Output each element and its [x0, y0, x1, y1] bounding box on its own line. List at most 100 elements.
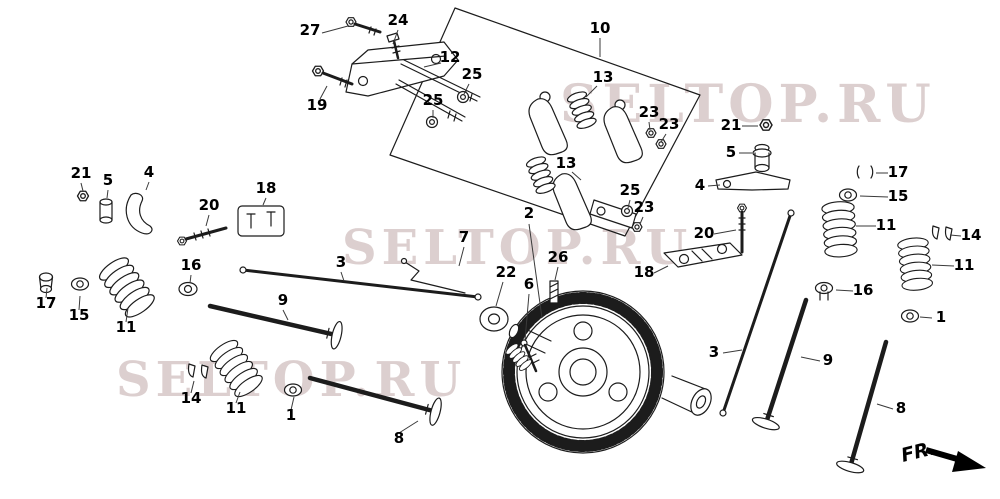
stud-20-left — [176, 226, 228, 246]
leader-line — [835, 289, 854, 292]
bolt-24 — [386, 32, 401, 60]
part-label-18: 18 — [634, 263, 655, 281]
part-label-21: 21 — [721, 116, 742, 134]
leader-line — [528, 223, 543, 319]
part-label-8: 8 — [896, 399, 906, 417]
part-label-21: 21 — [71, 164, 92, 182]
part-label-7: 7 — [459, 228, 469, 246]
part-labels-layer: 2724191225251013132323252321542018171511… — [36, 11, 982, 447]
retainer-15-right — [838, 188, 858, 202]
part-label-3: 3 — [336, 253, 346, 271]
cam-gear — [501, 290, 665, 454]
valve-9-left — [207, 292, 344, 350]
part-label-19: 19 — [307, 96, 328, 114]
leader-line — [627, 199, 631, 209]
part-label-20: 20 — [694, 224, 715, 242]
part-label-13: 13 — [593, 68, 614, 86]
part-label-16: 16 — [181, 256, 202, 274]
part-label-25: 25 — [423, 91, 444, 109]
leader-line — [949, 234, 962, 237]
leader-line — [321, 25, 349, 34]
part-label-23: 23 — [639, 103, 660, 121]
part-label-18: 18 — [256, 179, 277, 197]
leader-line — [495, 281, 504, 307]
part-label-25: 25 — [620, 181, 641, 199]
rod-7 — [400, 257, 466, 294]
leader-line — [78, 295, 81, 311]
plate-18-right — [663, 242, 743, 268]
leader-line — [125, 307, 129, 323]
leader-line — [722, 349, 743, 354]
seal-16-right — [814, 281, 834, 301]
plate-18-left — [237, 205, 285, 237]
leader-line — [145, 181, 150, 191]
nut-21-left — [76, 190, 90, 202]
washer-22 — [479, 306, 509, 332]
part-label-3: 3 — [709, 343, 719, 361]
leader-line — [653, 265, 669, 274]
part-label-14: 14 — [181, 389, 202, 407]
spring-seat-1-left — [283, 383, 303, 397]
leader-line — [398, 420, 419, 434]
part-label-9: 9 — [823, 351, 833, 369]
valve-spring-11-right-outer — [820, 200, 859, 259]
diagram-line-art — [38, 7, 953, 475]
leader-line — [392, 29, 399, 45]
left-valve-train — [38, 190, 482, 426]
valve-spring-11-right-inner — [896, 236, 934, 293]
washer-25a — [456, 90, 470, 104]
part-label-2: 2 — [524, 204, 534, 222]
leader-line — [340, 271, 345, 282]
leader-line — [931, 264, 955, 267]
part-label-14: 14 — [961, 226, 982, 244]
part-label-16: 16 — [853, 281, 874, 299]
part-label-11: 11 — [226, 399, 247, 417]
collets-17-right — [856, 165, 874, 179]
part-label-22: 22 — [496, 263, 517, 281]
part-label-11: 11 — [954, 256, 975, 274]
part-label-13: 13 — [556, 154, 577, 172]
nut-23a — [645, 128, 657, 138]
washer-25b — [425, 115, 439, 129]
part-label-17: 17 — [36, 294, 57, 312]
part-label-11: 11 — [876, 216, 897, 234]
washer-25c — [620, 204, 634, 218]
part-label-1: 1 — [286, 406, 296, 424]
valve-9-right — [751, 296, 819, 433]
part-label-10: 10 — [590, 19, 611, 37]
right-valve-train — [663, 119, 953, 475]
part-label-15: 15 — [69, 306, 90, 324]
leader-line — [235, 391, 241, 404]
rocker-spring-13b — [524, 154, 557, 197]
leader-line — [859, 195, 889, 198]
bracket-studs-12 — [395, 59, 481, 122]
leader-line — [106, 189, 109, 199]
leader-line — [458, 246, 465, 267]
retainer-15-left — [70, 277, 90, 291]
leader-line — [190, 380, 195, 394]
leader-line — [205, 214, 210, 227]
part-label-25: 25 — [462, 65, 483, 83]
valve-spring-11-left-outer — [95, 253, 159, 322]
part-label-23: 23 — [659, 115, 680, 133]
pushrod-3-left — [241, 268, 480, 299]
part-label-5: 5 — [103, 171, 113, 189]
part-label-17: 17 — [888, 163, 909, 181]
part-label-20: 20 — [199, 196, 220, 214]
leader-line — [524, 293, 530, 341]
leader-line — [45, 287, 48, 299]
leader-line — [290, 396, 295, 411]
spring-seat-1-right — [900, 309, 920, 323]
leader-line — [554, 266, 559, 281]
leader-line — [585, 85, 598, 98]
part-label-27: 27 — [300, 21, 321, 39]
part-label-12: 12 — [440, 48, 461, 66]
leader-line — [919, 316, 933, 319]
leader-line — [639, 216, 644, 225]
rocker-assembly-outline — [389, 7, 701, 237]
bolt-19 — [311, 65, 354, 88]
key-26 — [549, 280, 559, 304]
part-label-11: 11 — [116, 318, 137, 336]
nut-21-right — [759, 119, 773, 131]
